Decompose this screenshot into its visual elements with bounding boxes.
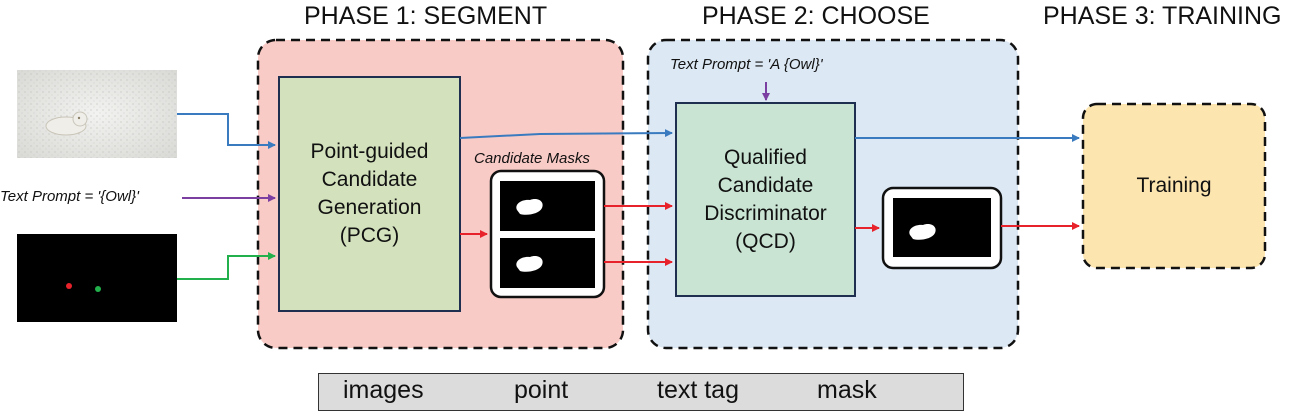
training-box — [1081, 102, 1267, 270]
candidate-mask-2 — [500, 238, 595, 288]
text-prompt-top: Text Prompt = 'A {Owl}' — [670, 56, 823, 73]
positive-point — [95, 286, 101, 292]
arrow-image-to-pcg — [177, 113, 276, 149]
arrow-points-to-pcg — [177, 252, 276, 280]
owl-photo — [17, 70, 177, 158]
legend-point: point — [514, 376, 569, 404]
pcg-line-4: (PCG) — [339, 224, 400, 247]
training-label: Training — [1136, 174, 1212, 197]
legend-images: images — [343, 376, 424, 404]
pcg-box — [278, 76, 461, 312]
qcd-line-1: Qualified — [724, 145, 807, 169]
qcd-box — [675, 102, 856, 297]
point-prompt-image — [17, 234, 177, 322]
text-prompt-left: Text Prompt = '{Owl}' — [0, 188, 139, 205]
phase3-title: PHASE 3: TRAINING — [1043, 2, 1282, 30]
negative-point — [66, 283, 72, 289]
arrow-pcg-to-qcd — [459, 129, 673, 139]
qcd-line-4: (QCD) — [735, 229, 796, 253]
legend: images point text tag mask — [318, 373, 964, 411]
phase2-title: PHASE 2: CHOOSE — [702, 2, 930, 30]
qcd-line-2: Candidate — [717, 173, 814, 197]
qcd-label: Qualified Candidate Discriminator (QCD) — [676, 103, 855, 296]
phase1-title: PHASE 1: SEGMENT — [304, 2, 548, 30]
pcg-line-1: Point-guided — [310, 140, 429, 163]
pcg-line-3: Generation — [317, 196, 422, 219]
candidate-masks-label: Candidate Masks — [474, 150, 590, 167]
candidate-mask-1 — [500, 181, 595, 231]
pcg-line-2: Candidate — [321, 168, 418, 191]
selected-mask — [893, 198, 991, 257]
pcg-label: Point-guided Candidate Generation (PCG) — [279, 77, 460, 311]
qcd-line-3: Discriminator — [704, 201, 827, 225]
legend-mask: mask — [817, 376, 877, 404]
legend-text-tag: text tag — [657, 376, 739, 404]
